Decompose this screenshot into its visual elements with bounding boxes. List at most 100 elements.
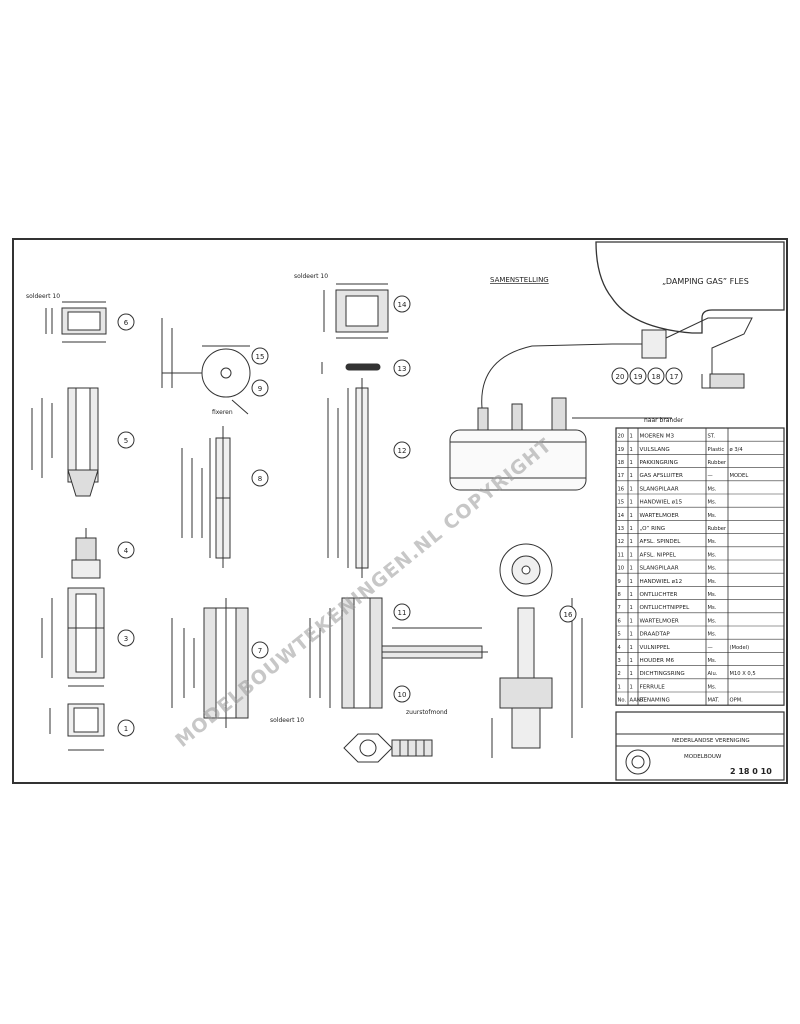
parts-list-cell-mat: Ms. — [708, 658, 717, 664]
arrow-label-naar-brander: naar brander — [644, 417, 684, 424]
part-12-view — [327, 378, 369, 578]
svg-text:19: 19 — [634, 373, 643, 381]
parts-list-cell-qty: 1 — [630, 658, 633, 664]
part-7-view — [171, 598, 249, 728]
parts-list-cell-no: 20 — [618, 434, 625, 440]
parts-list-cell-mat: Ms. — [708, 500, 717, 506]
parts-list-cell-no: 11 — [618, 552, 625, 558]
part-3-view — [41, 587, 105, 687]
parts-list-cell-no: 10 — [618, 566, 625, 572]
parts-list-cell-no: 4 — [618, 645, 622, 651]
svg-text:8: 8 — [258, 475, 262, 483]
parts-list-cell-name: ONTLUCHTNIPPEL — [640, 605, 691, 611]
parts-list-cell-no: 6 — [618, 618, 621, 624]
title-box-text: „DAMPING GAS” FLES — [662, 277, 749, 286]
parts-list-cell-no: 14 — [618, 513, 625, 519]
parts-list-cell-no: 9 — [618, 579, 621, 585]
parts-list-cell-name: WARTELMOER — [640, 513, 679, 519]
parts-list-cell-no: 1 — [618, 684, 621, 690]
parts-list-cell-qty: 1 — [630, 579, 633, 585]
parts-list-row: 3 1 HOUDER M6 Ms. — [618, 658, 717, 664]
drawing-sheet: „DAMPING GAS” FLES SAMENSTELLING soldeer… — [12, 238, 788, 784]
part-bubble-19: 19 — [629, 367, 647, 385]
part-1-view — [49, 703, 105, 751]
annotation-zuurstofmond: zuurstofmond — [406, 709, 448, 716]
parts-list-cell-mat: Ms. — [708, 618, 717, 624]
parts-list-cell-qty: 1 — [630, 671, 633, 677]
parts-list-cell-no: 12 — [618, 539, 625, 545]
title-block-company: NEDERLANDSE VERENIGING — [672, 738, 750, 744]
parts-list-cell-mat: — — [708, 645, 713, 651]
part-bubble-13: 13 — [393, 359, 411, 377]
parts-list-cell-name: HANDWIEL ø15 — [640, 500, 683, 506]
parts-list-cell-mat: Plastic — [708, 447, 725, 453]
parts-list-cell-no: 8 — [618, 592, 621, 598]
part-14-view — [323, 283, 389, 339]
part-9-handwheel — [161, 318, 251, 415]
svg-text:14: 14 — [398, 301, 407, 309]
parts-list-cell-qty: 1 — [630, 486, 633, 492]
svg-text:1: 1 — [124, 725, 128, 733]
part-bubble-12: 12 — [393, 441, 411, 459]
parts-list-cell-no: 7 — [618, 605, 621, 611]
part-bubble-6: 6 — [117, 313, 135, 331]
parts-list-cell-no: 5 — [618, 632, 621, 638]
annotation-fixeren: fixeren — [212, 409, 233, 416]
parts-list-cell-mat: Ms. — [708, 552, 717, 558]
part-bubble-16: 16 — [559, 605, 577, 623]
svg-text:20: 20 — [616, 373, 625, 381]
parts-list-cell-name: PAKKINGRING — [640, 460, 678, 466]
parts-list-cell-no: 3 — [618, 658, 621, 664]
title-bubble: „DAMPING GAS” FLES — [595, 241, 785, 334]
part-bubbles: 6 5 4 3 1 15 9 8 7 14 13 12 11 10 16 20 … — [117, 295, 683, 737]
svg-text:6: 6 — [124, 319, 129, 327]
parts-list-cell-mat: Ms. — [708, 592, 717, 598]
svg-text:9: 9 — [258, 385, 262, 393]
parts-list-cell-no: 15 — [618, 500, 625, 506]
technical-drawing: „DAMPING GAS” FLES SAMENSTELLING soldeer… — [12, 238, 788, 784]
parts-list-cell-no: 16 — [618, 486, 625, 492]
svg-text:5: 5 — [124, 437, 128, 445]
parts-list-cell-no: 17 — [618, 473, 625, 479]
parts-list-cell-name: HANDWIEL ø12 — [640, 579, 683, 585]
parts-list-cell-no: No. — [618, 698, 627, 704]
svg-text:4: 4 — [124, 547, 129, 555]
parts-list-cell-note: M10 X 0,5 — [730, 671, 756, 677]
parts-list-cell-name: WARTELMOER — [640, 618, 679, 624]
part-bubble-20: 20 — [611, 367, 629, 385]
svg-text:17: 17 — [670, 373, 679, 381]
parts-list-cell-name: DICHTINGSRING — [640, 671, 685, 677]
parts-list-cell-mat: Ms. — [708, 539, 717, 545]
part-bubble-9: 9 — [251, 379, 269, 397]
svg-text:15: 15 — [256, 353, 265, 361]
title-block-sheet-no: 2 18 0 10 — [730, 767, 772, 776]
parts-list-cell-name: HOUDER M6 — [640, 658, 675, 664]
parts-list-cell-no: 2 — [618, 671, 621, 677]
parts-list-cell-name: VULNIPPEL — [640, 645, 671, 651]
parts-list-cell-qty: AANT. — [630, 698, 646, 704]
svg-text:16: 16 — [564, 611, 573, 619]
parts-list-cell-no: 19 — [618, 447, 625, 453]
parts-list-cell-no: 18 — [618, 460, 625, 466]
parts-list-cell-name: VULSLANG — [640, 447, 670, 453]
parts-list-cell-qty: 1 — [630, 447, 633, 453]
parts-list-cell-qty: 1 — [630, 526, 633, 532]
parts-list-cell-name: SLANGPILAAR — [640, 566, 679, 572]
parts-list-cell-mat: ST. — [708, 434, 716, 440]
part-13-view — [321, 362, 381, 374]
assembly-header: SAMENSTELLING — [490, 276, 549, 284]
